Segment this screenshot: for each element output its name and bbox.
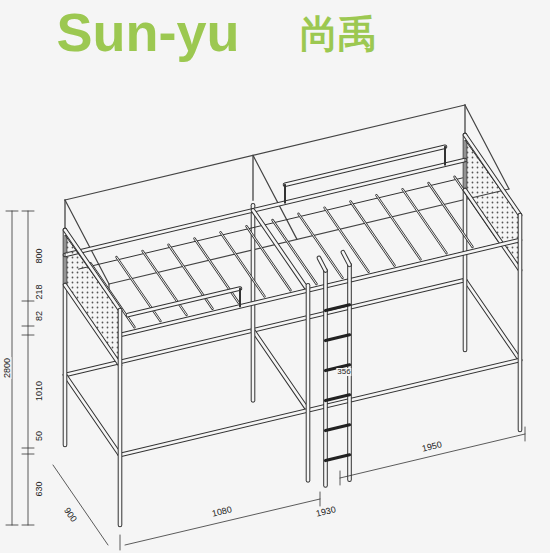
dimension-tick — [525, 427, 526, 441]
dimension-label: 356 — [336, 368, 351, 376]
bed-rail — [65, 160, 465, 255]
lower-rail — [65, 280, 465, 375]
dimension-tick — [22, 448, 34, 449]
post — [119, 310, 122, 525]
ladder-hook — [343, 252, 350, 265]
end-rail — [65, 230, 120, 310]
dimension-tick — [22, 335, 34, 336]
dimension-label: 900 — [61, 505, 78, 524]
dimension-line — [28, 211, 29, 525]
dimension-tick — [340, 471, 341, 485]
dimension-tick — [22, 301, 34, 302]
post — [306, 285, 311, 480]
brand-logo-chinese: 尚禹 — [300, 15, 376, 53]
lower-rail — [65, 280, 465, 375]
lower-rail — [65, 375, 120, 455]
dimension-tick — [6, 525, 18, 526]
ladder-rung — [326, 305, 350, 311]
dimension-label: 82 — [35, 310, 44, 322]
ladder-hook — [343, 252, 350, 265]
post — [118, 310, 123, 525]
ladder-hook — [319, 258, 326, 271]
lower-rail — [253, 330, 308, 410]
guard-rail — [444, 147, 446, 165]
ladder-rung — [326, 455, 350, 461]
dimension-tick — [22, 454, 34, 455]
canopy-bar — [65, 105, 465, 200]
end-rail — [253, 210, 308, 290]
ladder-rail — [323, 271, 328, 486]
inner-rail — [79, 178, 463, 269]
ladder-rung — [326, 425, 350, 431]
end-rail — [253, 210, 308, 290]
dimension-label: 1080 — [210, 505, 234, 519]
dimension-label: 50 — [35, 430, 44, 442]
ladder-rung — [326, 335, 350, 341]
canopy-bar — [253, 155, 297, 239]
dimension-label: 218 — [35, 283, 44, 300]
lower-rail — [465, 280, 520, 360]
lower-rail — [65, 375, 120, 455]
lower-rail — [465, 280, 520, 360]
dimension-label: 1930 — [314, 505, 338, 519]
bed-rail — [65, 160, 465, 255]
end-rail — [465, 135, 520, 215]
guard-rail — [285, 147, 445, 185]
dimension-tick — [6, 211, 18, 212]
dimension-tick — [22, 211, 34, 212]
ladder-hook — [319, 258, 326, 271]
dimension-label: 630 — [35, 480, 44, 497]
dimension-tick — [22, 326, 34, 327]
dimension-line — [340, 434, 525, 478]
post — [307, 285, 310, 480]
dimension-line — [12, 211, 13, 525]
dimension-line — [125, 499, 320, 545]
guard-rail — [239, 289, 241, 307]
guard-rail — [284, 185, 286, 203]
dimension-label: 2800 — [2, 357, 11, 379]
guard-rail — [285, 147, 445, 185]
dimension-label: 1010 — [35, 380, 44, 402]
canopy-bar — [109, 189, 509, 284]
dimension-line — [53, 465, 108, 545]
guard-rail — [128, 289, 240, 316]
lower-rail — [120, 360, 520, 455]
lower-rail — [120, 360, 520, 455]
post — [519, 215, 522, 430]
lower-rail — [253, 330, 308, 410]
guard-rail — [128, 289, 240, 316]
dimension-label: 800 — [35, 247, 44, 264]
dimension-tick — [22, 525, 34, 526]
post — [518, 215, 523, 430]
dimension-label: 1950 — [420, 440, 444, 454]
canopy-pole — [252, 155, 253, 200]
dimension-tick — [320, 492, 321, 506]
bed-rail — [120, 240, 520, 335]
brand-logo: Sun-yu — [57, 5, 240, 59]
bed-rail — [120, 240, 520, 335]
dimension-tick — [120, 535, 121, 550]
end-rail — [465, 135, 520, 215]
ladder-rung — [326, 395, 350, 401]
ladder-rail — [324, 271, 327, 486]
end-rail — [65, 230, 120, 310]
